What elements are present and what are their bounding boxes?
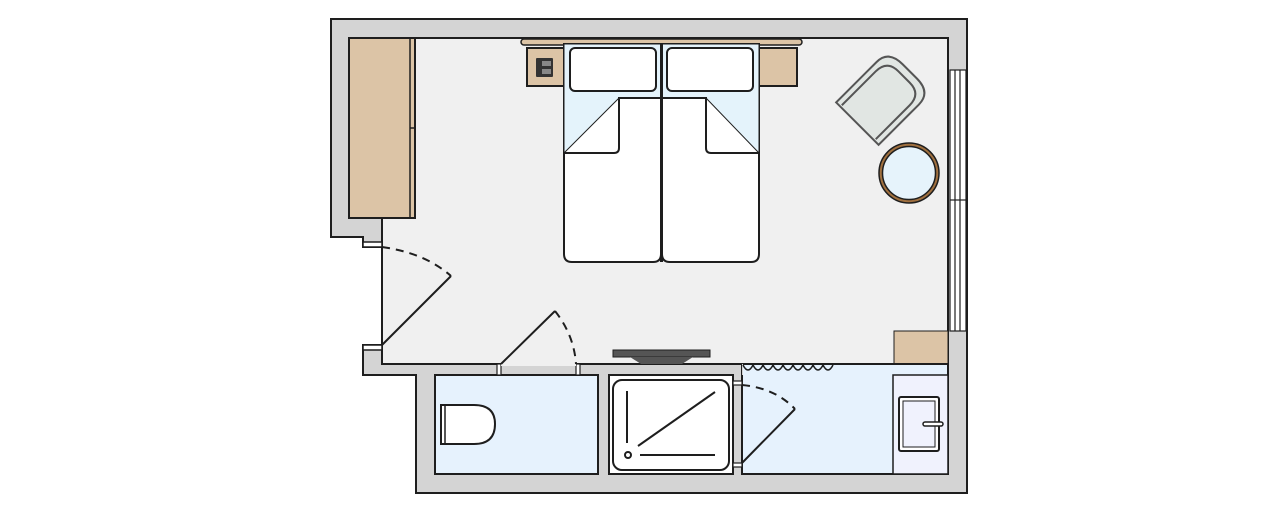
phone-icon [536,58,553,77]
sink-icon [898,396,944,452]
wall-segment [742,364,743,375]
entrance-door-frame-bottom [362,344,383,351]
pillow-icon [666,47,754,92]
round-table-icon [878,142,940,204]
curtain-icon [742,363,834,371]
entrance-door-frame-top [362,241,383,248]
shower-icon [612,379,730,471]
armchair-icon [834,55,926,147]
door-swing-icon [741,384,796,464]
pillow-icon [569,47,657,92]
window-icon [949,69,967,332]
bath-door-frame [732,462,743,468]
toilet-icon [440,404,497,445]
bath-door-frame [732,380,743,386]
door-swing-icon [500,310,577,365]
tv-icon [612,349,711,364]
wc-door-frame [575,363,581,376]
door-swing-icon [381,246,452,346]
cabinet [893,330,949,365]
double-bed-icon [563,43,760,263]
wc-door-frame [496,363,502,376]
wardrobe-icon [348,37,416,219]
nightstand-icon [758,47,798,87]
